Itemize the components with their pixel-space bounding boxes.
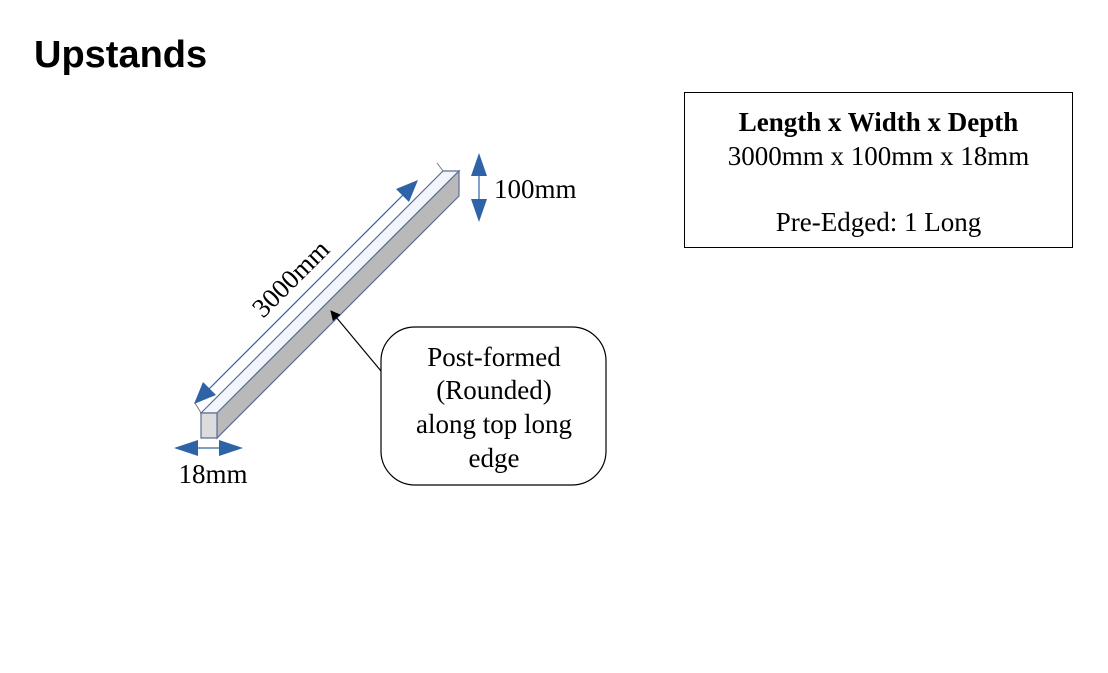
postformed-callout: Post-formed (Rounded) along top long edg… (330, 310, 607, 486)
page-title: Upstands (34, 34, 208, 76)
height-arrow-up-icon (471, 153, 487, 176)
thickness-arrow-left-icon (174, 440, 198, 456)
board-end-face (200, 412, 218, 439)
height-dimension: 100mm (471, 153, 577, 222)
thickness-dimension: 18mm (174, 440, 248, 489)
height-arrow-down-icon (471, 199, 487, 222)
spec-edging: Pre-Edged: 1 Long (775, 207, 982, 237)
length-dimension-line (203, 189, 409, 395)
length-arrow-upper-icon (396, 180, 418, 202)
callout-pointer-line (330, 310, 382, 372)
callout-line-4: edge (469, 443, 520, 473)
callout-line-1: Post-formed (427, 342, 561, 372)
spec-dimensions: 3000mm x 100mm x 18mm (727, 141, 1030, 171)
spec-heading: Length x Width x Depth (738, 107, 1019, 137)
thickness-label: 18mm (178, 459, 247, 489)
spec-box: Length x Width x Depth 3000mm x 100mm x … (684, 92, 1073, 248)
upstand-board (199, 169, 461, 440)
height-label: 100mm (494, 174, 577, 204)
callout-line-3: along top long (416, 409, 572, 439)
length-extension-line-start (436, 162, 444, 172)
length-arrow-lower-icon (194, 382, 216, 404)
callout-line-2: (Rounded) (436, 375, 551, 405)
length-extension-line-end (194, 402, 202, 414)
thickness-arrow-right-icon (219, 440, 243, 456)
callout-box (380, 326, 607, 486)
